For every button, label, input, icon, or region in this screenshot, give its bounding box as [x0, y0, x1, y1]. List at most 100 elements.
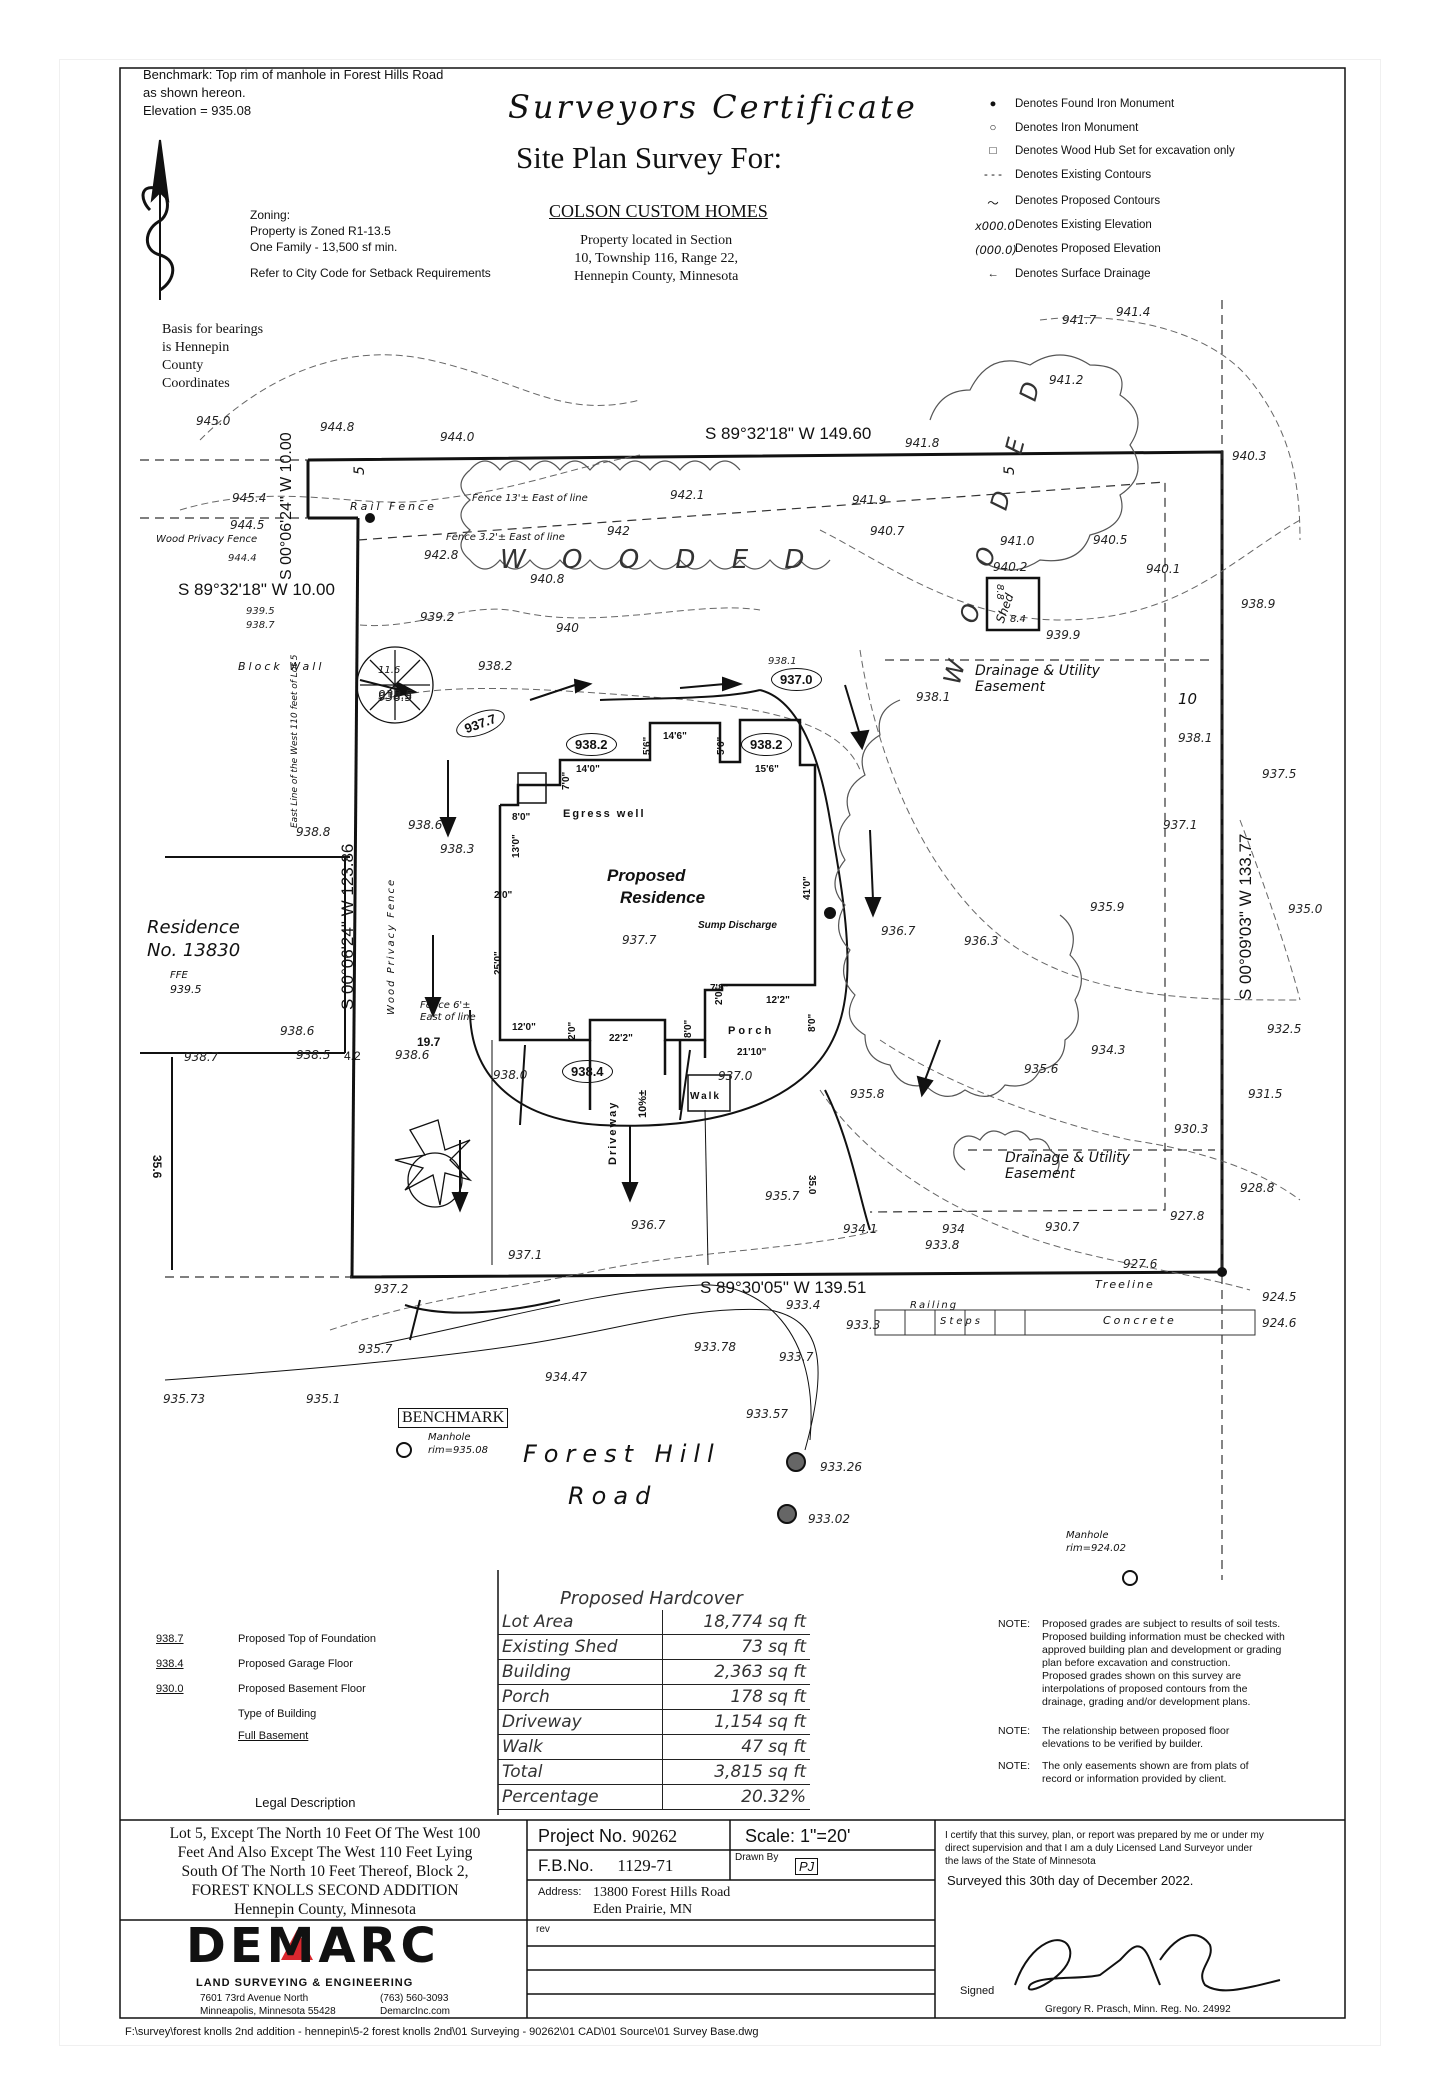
surveyor-signature: [1014, 1934, 1281, 1992]
easement-label-2: Drainage & Utility Easement: [1005, 1150, 1130, 1182]
road-label-1: Forest Hill: [523, 1440, 721, 1468]
ffe-value: 939.5: [170, 983, 202, 996]
fb-no: F.B.No. 1129-71: [538, 1856, 673, 1876]
legend-label: Denotes Surface Drainage: [1015, 268, 1151, 280]
benchmark-line: Benchmark: Top rim of manhole in Forest …: [143, 67, 444, 82]
fb-label: F.B.No.: [538, 1856, 594, 1875]
note-line: approved building plan and development o…: [1042, 1644, 1282, 1656]
company-tagline: LAND SURVEYING & ENGINEERING: [196, 1977, 414, 1989]
dim: 8'0": [512, 812, 531, 823]
elev-label: Proposed Garage Floor: [238, 1658, 353, 1670]
dim: 12'2": [766, 995, 790, 1006]
wood-privacy-label: Wood Privacy Fence: [156, 534, 258, 545]
spot-elev: 945.0: [196, 414, 231, 428]
bearing-south: S 89°30'05" W 139.51: [700, 1278, 867, 1297]
east-line-lot-label: East Line of the West 110 feet of Lot 5: [290, 654, 300, 828]
note-tag: NOTE:: [998, 1760, 1031, 1772]
bearings-line: Basis for bearings: [162, 322, 264, 337]
proposed-elevation-icon: (000.0): [975, 243, 1017, 257]
proposed-residence-footprint: [498, 718, 817, 1112]
dim: 5: [1002, 466, 1018, 475]
location-line: Hennepin County, Minnesota: [574, 269, 739, 284]
dim: 13'0": [511, 834, 522, 858]
dim: 21'10": [737, 1047, 767, 1058]
spot-elev: 934.3: [1091, 1043, 1126, 1057]
spot-elev: 937.1: [1163, 818, 1198, 832]
note-line: drainage, grading and/or development pla…: [1042, 1696, 1251, 1708]
wooded-label-top: W O O D E D: [500, 545, 819, 575]
spot-elev: 944.8: [320, 420, 355, 434]
hc-value: 2,363 sq ft: [662, 1659, 810, 1685]
spot-elev: 941.7: [1062, 313, 1097, 327]
bearing-west-top: S 00°06'24" W 10.00: [278, 432, 295, 580]
bearing-east: S 00°09'03" W 133.77: [1236, 833, 1255, 1000]
hardcover-title: Proposed Hardcover: [560, 1588, 743, 1609]
block-wall-label: Block Wall: [238, 660, 325, 673]
walk-label: Walk: [690, 1091, 721, 1102]
existing-shed: [985, 576, 1041, 632]
spot-elev: 933.26: [820, 1460, 862, 1474]
spot-elev: 933.02: [808, 1512, 850, 1526]
hc-label: Lot Area: [498, 1610, 664, 1635]
dim: 35.6: [150, 1155, 164, 1179]
proposed-contour-icon: 〜: [987, 198, 999, 210]
cert-line: the laws of the State of Minnesota: [945, 1856, 1096, 1867]
spot-elev: 940: [556, 621, 579, 635]
legend-label: Denotes Existing Contours: [1015, 169, 1152, 181]
setback-note: Refer to City Code for Setback Requireme…: [250, 266, 491, 280]
hc-label: Total: [498, 1759, 664, 1785]
spot-elev: 933.78: [694, 1340, 736, 1354]
hc-label: Building: [498, 1659, 664, 1685]
spot-elev: 942.8: [424, 548, 459, 562]
address-block: 13800 Forest Hills Road Eden Prairie, MN: [593, 1884, 730, 1918]
bearing-jog: S 89°32'18" W 10.00: [178, 580, 335, 599]
spot-elev: 935.6: [1024, 1062, 1059, 1076]
legend-item: 〜Denotes Proposed Contours: [987, 195, 1160, 210]
note-tag: NOTE:: [998, 1618, 1031, 1630]
spot-elev: 940.2: [993, 560, 1028, 574]
project-label: Project No.: [538, 1826, 628, 1846]
spot-elev: 936.7: [631, 1218, 666, 1232]
zoning-heading: Zoning:: [250, 208, 291, 222]
legal-line: South Of The North 10 Feet Thereof, Bloc…: [181, 1863, 469, 1880]
easement-label-1: Drainage & Utility Easement: [975, 663, 1100, 695]
wood-hub-icon: □: [989, 145, 997, 157]
driveway-label: Driveway: [607, 1100, 619, 1165]
manhole-label: Manhole: [428, 1432, 471, 1443]
spot-elev: 938.6: [280, 1024, 315, 1038]
spot-elev: 938.5: [378, 690, 413, 704]
spot-elev: 940.5: [1093, 533, 1128, 547]
dim: 12'0": [512, 1022, 536, 1033]
note-line: The only easements shown are from plats …: [1042, 1760, 1249, 1772]
note-line: plan before excavation and construction.: [1042, 1657, 1231, 1669]
note-line: The relationship between proposed floor: [1042, 1725, 1230, 1737]
note-2: NOTE: The relationship between proposed …: [998, 1725, 1328, 1751]
spot-elev: 930.7: [1045, 1220, 1080, 1234]
neighbor-residence: Residence: [147, 917, 240, 938]
benchmark-line: Elevation = 935.08: [143, 103, 252, 118]
spot-elev: 935.9: [1090, 900, 1125, 914]
dim: 25'0": [493, 951, 504, 975]
demarc-logo-triangle: [281, 1930, 313, 1960]
company-logo: DEMARC: [186, 1918, 440, 1974]
spot-elev: 938.3: [440, 842, 475, 856]
spot-elev: 938.6: [408, 818, 443, 832]
found-monument-icon: ●: [989, 98, 997, 110]
project-number: 90262: [632, 1826, 678, 1846]
hc-value: 47 sq ft: [662, 1734, 810, 1760]
spot-elev: 942: [607, 524, 630, 538]
spot-elev: 941.9: [852, 493, 887, 507]
dim: 14'6": [663, 731, 687, 742]
drawn-initials: PJ: [795, 1858, 819, 1875]
hc-label: Percentage: [498, 1784, 664, 1810]
spot-elev: 939.9: [1046, 628, 1081, 642]
rev-label: rev: [536, 1924, 550, 1935]
address-line: 13800 Forest Hills Road: [593, 1885, 731, 1900]
spot-elev: 935.0: [1288, 902, 1323, 916]
